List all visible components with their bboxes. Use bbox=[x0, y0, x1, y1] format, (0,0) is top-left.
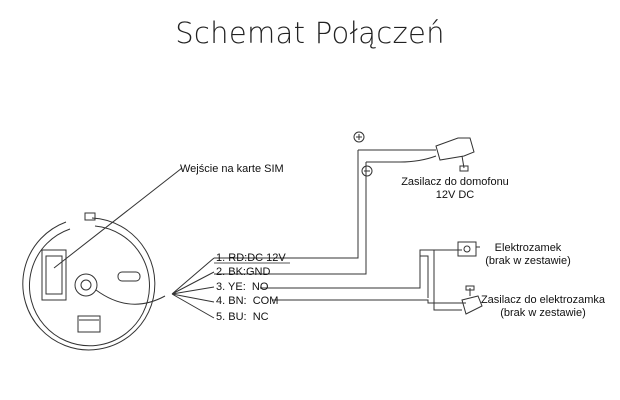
sim-slot bbox=[41, 249, 67, 301]
wire-3-line bbox=[260, 249, 462, 289]
wire-2-label: 2. BK:GND bbox=[216, 266, 271, 278]
sim-card bbox=[45, 255, 63, 295]
wire-1-label: 1. RD:DC 12V bbox=[216, 252, 286, 264]
wire-4-label: 4. BN: COM bbox=[216, 295, 279, 307]
led-slot bbox=[117, 271, 141, 282]
device-inner-rim bbox=[29, 225, 150, 347]
lock-label: Elektrozamek (brak w zestawie) bbox=[485, 242, 571, 267]
lock-psu-wire bbox=[433, 250, 462, 311]
wire-1-line bbox=[214, 150, 359, 259]
diagram-title: Schemat Połączeń bbox=[175, 16, 445, 50]
lock-wire bbox=[420, 255, 429, 298]
intercom-psu-label: Zasilacz do domofonu 12V DC bbox=[401, 176, 509, 201]
lock-psu-label: Zasilacz do elektrozamka (brak w zestawi… bbox=[480, 294, 606, 319]
device-cable bbox=[95, 289, 166, 305]
intercom-psu-plug bbox=[435, 137, 475, 161]
lock-icon bbox=[457, 241, 477, 257]
sim-label: Wejście na karte SIM bbox=[180, 163, 284, 175]
plus-terminal bbox=[353, 131, 365, 143]
lock-psu-icon bbox=[461, 295, 483, 315]
camera-lens bbox=[74, 273, 98, 297]
minus-terminal bbox=[361, 165, 373, 177]
speaker-grille bbox=[77, 315, 101, 333]
wire-4-line bbox=[272, 299, 466, 304]
wire-2-line bbox=[214, 162, 367, 275]
wire-fan bbox=[171, 257, 215, 319]
wire-5-label: 5. BU: NC bbox=[216, 311, 269, 323]
sim-pointer bbox=[53, 167, 183, 269]
wire-3-label: 3. YE: NO bbox=[216, 281, 269, 293]
device-housing bbox=[22, 217, 156, 351]
